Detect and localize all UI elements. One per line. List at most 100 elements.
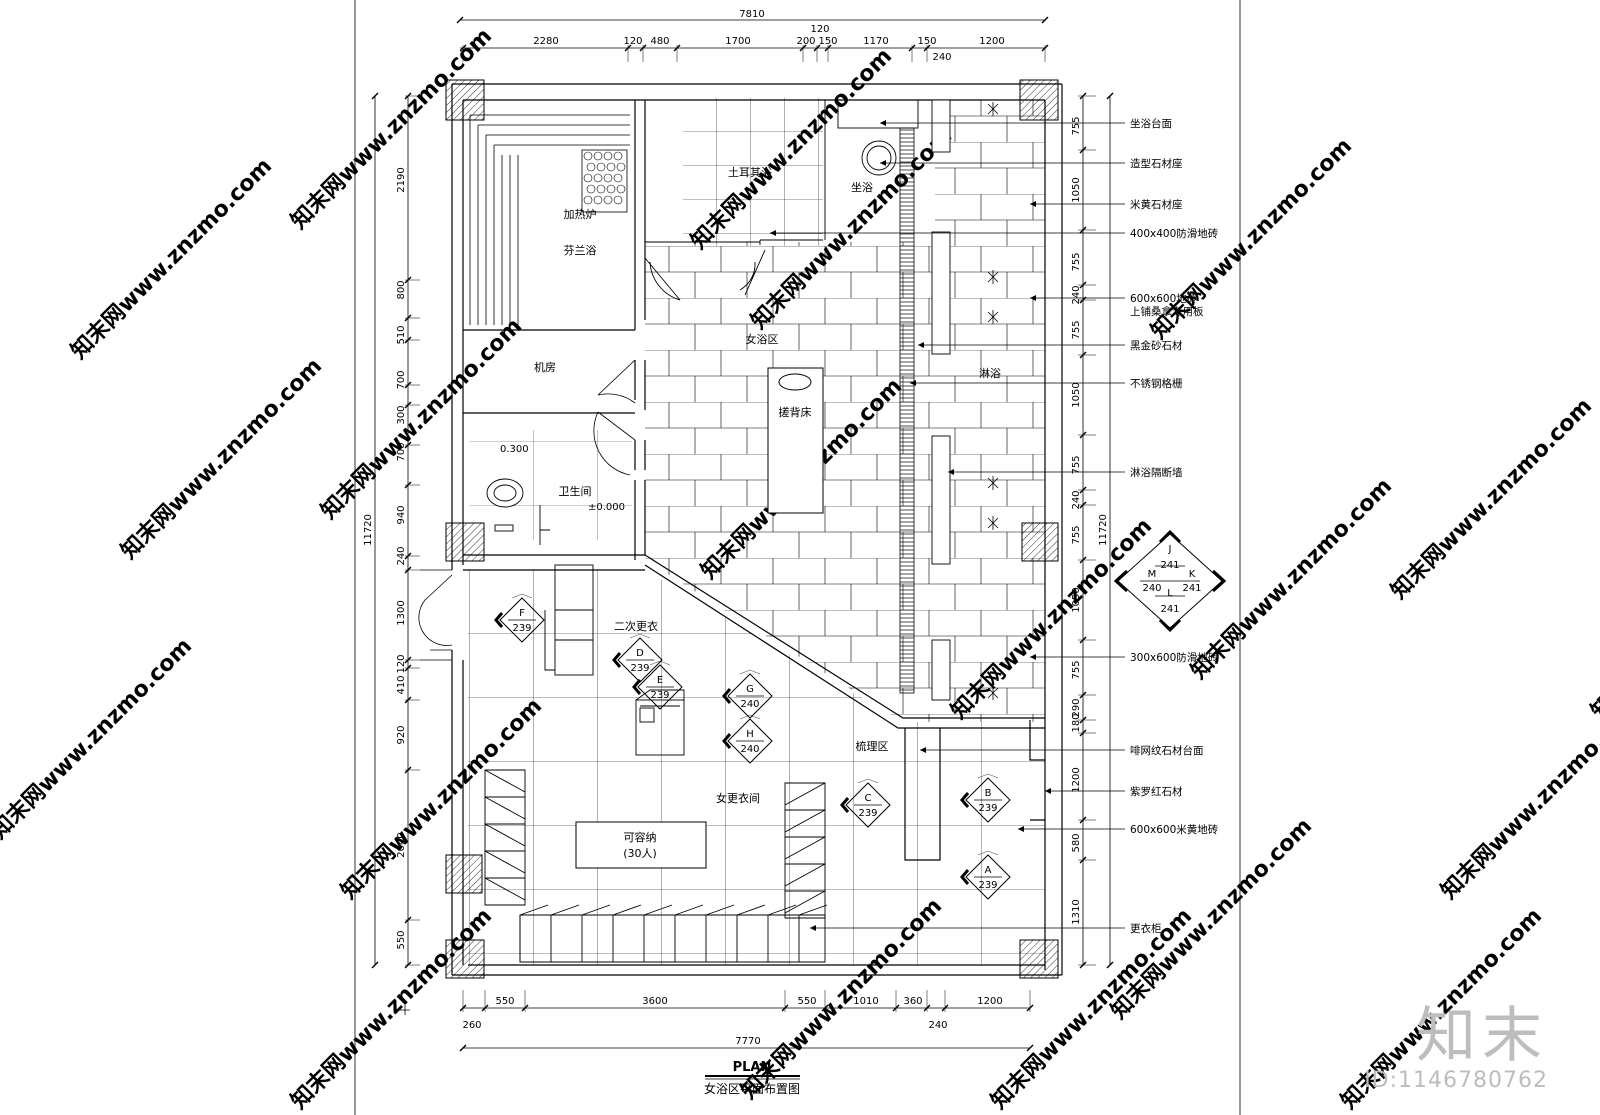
compass-left-letter: M: [1148, 569, 1157, 580]
dim-top-segment: 1200: [979, 36, 1004, 47]
label-bath-area: 女浴区: [746, 332, 779, 346]
dim-top-small: 120: [810, 24, 829, 35]
column: [1019, 939, 1059, 979]
heater-stone: [613, 173, 623, 183]
dim-left-segment: 920: [396, 725, 407, 744]
dim-bottom-small: 260: [462, 1020, 481, 1031]
heater-stone: [586, 184, 596, 194]
heater-stone: [616, 162, 626, 172]
dim-bottom-segment: 360: [903, 996, 922, 1007]
plan-title: PLAN 女浴区平面布置图: [704, 1060, 800, 1096]
heater-stone: [586, 162, 596, 172]
image-id: ID:1146780762: [1364, 1068, 1548, 1093]
heater-stone: [593, 195, 603, 205]
shower-head-icon: [987, 686, 999, 700]
dim-right-segment: 755: [1071, 455, 1082, 474]
compass-top-letter: J: [1168, 544, 1172, 555]
dim-bottom-segment: 1200: [977, 996, 1002, 1007]
dim-left-segment: 510: [396, 325, 407, 344]
dim-right-segment: 290: [1071, 698, 1082, 717]
dim-right-segment: 755: [1071, 116, 1082, 135]
label-heater: 加热炉: [564, 208, 597, 221]
shower-partitions: [931, 99, 951, 701]
toilet-fixtures: [486, 478, 550, 545]
dim-left-segment: 2040: [396, 832, 407, 857]
locker: [612, 904, 642, 962]
marker-sheet: 239: [650, 690, 669, 701]
floor-tiles: [468, 98, 1045, 965]
marker-sheet: 239: [630, 663, 649, 674]
column: [1019, 79, 1059, 121]
compass-bottom-sheet: 241: [1160, 604, 1179, 615]
massage-bed: [767, 367, 824, 514]
sitting-bath-fixtures: [644, 99, 919, 301]
dim-top-segment: 150: [818, 36, 837, 47]
dim-left-segment: 800: [396, 280, 407, 299]
locker: [705, 904, 735, 962]
label-turkish-bath: 土耳其浴: [728, 166, 772, 179]
annotation-label: 黑金砂石材: [1130, 339, 1183, 352]
dim-left-segment: 300: [396, 405, 407, 424]
label-capacity-1: 可容纳: [624, 830, 657, 844]
label-massage-bed: 搓背床: [779, 405, 812, 419]
dim-top-small: 240: [932, 52, 951, 63]
elevation-marker: C 239: [840, 778, 891, 828]
watermark-text: 知末网www.znzmo.com: [286, 903, 497, 1114]
column: [445, 939, 485, 979]
watermark-text: 知末网www.znzmo.com: [286, 23, 497, 234]
watermark-text: 知末网www.znzmo.com: [1106, 813, 1317, 1024]
dim-left-segment: 700: [396, 442, 407, 461]
annotation-label: 600x600地砖: [1130, 292, 1198, 305]
dim-left-segment: 1300: [396, 600, 407, 625]
heater-stone: [616, 184, 626, 194]
marker-letter: C: [865, 793, 872, 804]
heater-stone: [603, 173, 613, 183]
shower-head-icon: [987, 516, 999, 530]
dim-right-segment: 240: [1071, 285, 1082, 304]
title-en: PLAN: [733, 1060, 772, 1075]
marker-sheet: 239: [858, 808, 877, 819]
elevation-index-marker: J 241 M 240 K 241 L 241: [1113, 529, 1227, 633]
column: [445, 854, 483, 894]
annotation-label: 不锈钢格栅: [1130, 377, 1183, 390]
label-shower: 淋浴: [979, 367, 1001, 380]
locker: [643, 904, 673, 962]
heater-stone: [613, 195, 623, 205]
dim-right-segment: 755: [1071, 660, 1082, 679]
dim-top-segment: 120: [623, 36, 642, 47]
dim-left-segment: 940: [396, 505, 407, 524]
changing-lockers: [484, 769, 828, 963]
dim-top-segment: 1170: [863, 36, 888, 47]
dim-right-segment: 240: [1071, 490, 1082, 509]
stone-seat-inner: [866, 145, 892, 171]
dim-top-segment: 2280: [533, 36, 558, 47]
room-labels: 土耳其浴 坐浴 加热炉 芬兰浴 机房 女浴区 淋浴 搓背床 0.300 卫生间 …: [500, 166, 1001, 860]
dim-left-segment: 2190: [396, 167, 407, 192]
heater-stone: [606, 162, 616, 172]
marker-letter: B: [985, 788, 992, 799]
stainless-grate: [899, 127, 915, 694]
annotation-label: 淋浴隔断墙: [1130, 466, 1183, 479]
label-capacity-2: (30人): [623, 847, 657, 860]
changing-bench: [575, 821, 707, 869]
dim-right-segment: 755: [1071, 525, 1082, 544]
dim-right-segment: 755: [1071, 320, 1082, 339]
compass-right-letter: K: [1189, 569, 1196, 580]
annotation-label: 上铺桑拿专用板: [1130, 305, 1204, 318]
marker-sheet: 239: [978, 880, 997, 891]
shower-head-icon: [987, 476, 999, 490]
heater-stone: [596, 162, 606, 172]
watermark-text: 知末网www.znzmo.com: [116, 353, 327, 564]
compass-top-sheet: 241: [1160, 560, 1179, 571]
dim-right-segment: 1050: [1071, 587, 1082, 612]
dim-right-segment: 180: [1071, 713, 1082, 732]
heater-stone: [593, 151, 603, 161]
annotation-texts: 坐浴台面造型石材座米黄石材座400x400防滑地砖600x600地砖上铺桑拿专用…: [1130, 117, 1219, 935]
compass-bottom-letter: L: [1167, 588, 1173, 599]
compass-right-sheet: 241: [1182, 583, 1201, 594]
stone-seat: [861, 140, 897, 176]
heater-stone: [583, 173, 593, 183]
